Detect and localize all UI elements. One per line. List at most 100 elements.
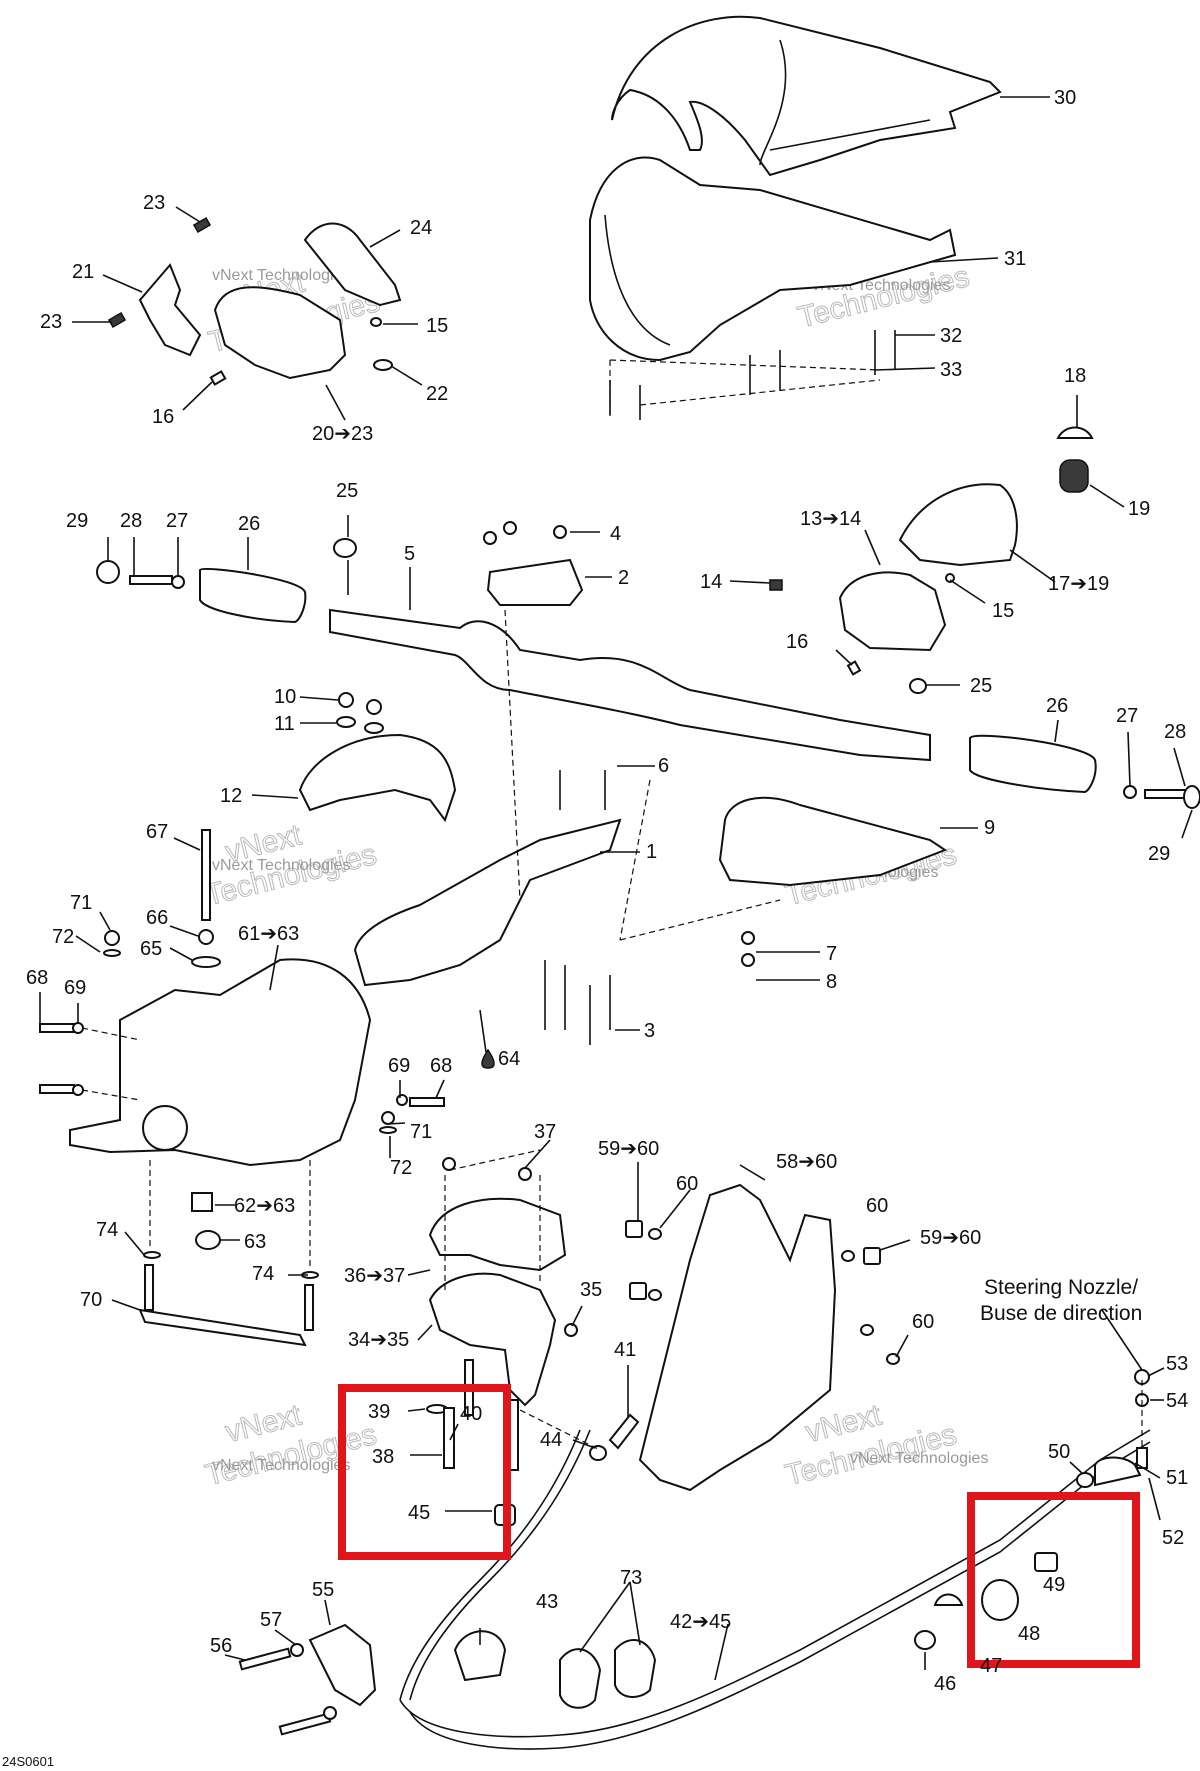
nut-59 bbox=[629, 1282, 647, 1300]
callout-52: 52 bbox=[1162, 1527, 1184, 1549]
highlight-boxes bbox=[338, 1384, 1140, 1668]
screw-56 bbox=[278, 1712, 332, 1736]
washer-69 bbox=[72, 1022, 84, 1034]
callout-40: 40 bbox=[460, 1403, 482, 1425]
nut-4 bbox=[483, 531, 497, 545]
callout-41: 41 bbox=[614, 1339, 636, 1361]
callout-69: 69 bbox=[64, 977, 86, 999]
cover-12 bbox=[298, 733, 457, 823]
screw-16 bbox=[209, 370, 227, 386]
support-bore bbox=[142, 1105, 188, 1151]
cable-nut-43 bbox=[453, 1630, 507, 1682]
washer-25 bbox=[909, 678, 927, 694]
callout-70: 70 bbox=[80, 1289, 102, 1311]
callout-11: 11 bbox=[274, 713, 295, 735]
callout-26: 26 bbox=[238, 513, 260, 535]
fitting-48 bbox=[981, 1579, 1019, 1621]
washer-72 bbox=[103, 949, 121, 957]
callout-8: 8 bbox=[826, 971, 837, 993]
callout-21: 21 bbox=[72, 261, 94, 283]
cover-31 bbox=[589, 156, 957, 362]
steering-stem-1 bbox=[353, 818, 622, 987]
callout-60: 60 bbox=[676, 1173, 698, 1195]
callout-12: 12 bbox=[220, 785, 242, 807]
callout-53: 53 bbox=[1166, 1353, 1188, 1375]
callout-leaders bbox=[39, 96, 1193, 1681]
callout-61-63: 61➔63 bbox=[238, 923, 299, 945]
washer-72 bbox=[379, 1126, 397, 1134]
callout-35: 35 bbox=[580, 1279, 602, 1301]
callout-48: 48 bbox=[1018, 1623, 1040, 1645]
callout-16: 16 bbox=[786, 631, 808, 653]
cover-24 bbox=[303, 222, 402, 307]
screw-38 bbox=[443, 1407, 455, 1469]
nut-60 bbox=[648, 1289, 662, 1301]
clip-47 bbox=[933, 1593, 964, 1606]
callout-25: 25 bbox=[336, 480, 358, 502]
callout-31: 31 bbox=[1004, 248, 1026, 270]
callout-42-45: 42➔45 bbox=[670, 1611, 731, 1633]
callout-3: 3 bbox=[644, 1020, 655, 1042]
bracket-58 bbox=[638, 1183, 837, 1492]
callout-69: 69 bbox=[388, 1055, 410, 1077]
clamp-34 bbox=[428, 1272, 557, 1407]
callout-24: 24 bbox=[410, 217, 432, 239]
callout-73: 73 bbox=[620, 1567, 642, 1589]
callout-26: 26 bbox=[1046, 695, 1068, 717]
callout-44: 44 bbox=[540, 1429, 562, 1451]
clamp-73 bbox=[614, 1639, 657, 1698]
right-handle-housing-assembly bbox=[769, 426, 1094, 676]
washer-27 bbox=[1123, 785, 1137, 799]
nut-59 bbox=[625, 1220, 643, 1238]
clamp-36 bbox=[428, 1197, 567, 1272]
callout-29: 29 bbox=[66, 510, 88, 532]
callout-34-35: 34➔35 bbox=[348, 1329, 409, 1351]
washer-69 bbox=[72, 1084, 84, 1096]
watermark-small: vNext Technologies bbox=[212, 857, 350, 874]
callout-39: 39 bbox=[368, 1401, 390, 1423]
housing-13 bbox=[838, 571, 947, 652]
nut-35 bbox=[564, 1323, 578, 1337]
bolt-70 bbox=[144, 1264, 154, 1311]
washer-74 bbox=[143, 1251, 161, 1259]
screw-68 bbox=[39, 1023, 75, 1033]
callout-37: 37 bbox=[534, 1121, 556, 1143]
upper-cover-assembly bbox=[589, 15, 1002, 420]
callout-6: 6 bbox=[658, 755, 669, 777]
callout-47: 47 bbox=[980, 1655, 1002, 1677]
end-cap-29 bbox=[1183, 785, 1200, 809]
screw-56 bbox=[238, 1647, 292, 1671]
nut-66 bbox=[198, 929, 214, 945]
callout-14: 14 bbox=[700, 571, 722, 593]
grip-26-right bbox=[969, 734, 1097, 794]
support-61 bbox=[69, 958, 372, 1167]
bolt-70 bbox=[304, 1284, 314, 1331]
callout-4: 4 bbox=[610, 523, 621, 545]
callout-74: 74 bbox=[96, 1219, 118, 1241]
handlebar-5 bbox=[329, 608, 931, 762]
bracket-21 bbox=[138, 263, 202, 357]
callout-25: 25 bbox=[970, 675, 992, 697]
nut-59 bbox=[863, 1247, 881, 1265]
callout-36-37: 36➔37 bbox=[344, 1265, 405, 1287]
callout-51: 51 bbox=[1166, 1467, 1188, 1489]
washer-25 bbox=[333, 538, 357, 558]
screw-15 bbox=[945, 573, 955, 583]
rear-bracket-assembly bbox=[625, 1183, 900, 1492]
callout-46: 46 bbox=[934, 1673, 956, 1695]
nozzle-title-line1: Steering Nozzle/ bbox=[984, 1276, 1138, 1299]
callout-5: 5 bbox=[404, 543, 415, 565]
steering-support-assembly bbox=[39, 829, 445, 1347]
callout-54: 54 bbox=[1166, 1390, 1188, 1412]
watermark-small: vNext Technologies bbox=[212, 1457, 350, 1474]
callout-62-63: 62➔63 bbox=[234, 1195, 295, 1217]
callout-2: 2 bbox=[618, 567, 629, 589]
washer-57 bbox=[323, 1706, 337, 1720]
callout-71: 71 bbox=[410, 1121, 432, 1143]
nut-63 bbox=[195, 1230, 221, 1250]
callout-64: 64 bbox=[498, 1048, 520, 1070]
callout-57: 57 bbox=[260, 1609, 282, 1631]
nut-60 bbox=[648, 1228, 662, 1240]
callout-68: 68 bbox=[430, 1055, 452, 1077]
